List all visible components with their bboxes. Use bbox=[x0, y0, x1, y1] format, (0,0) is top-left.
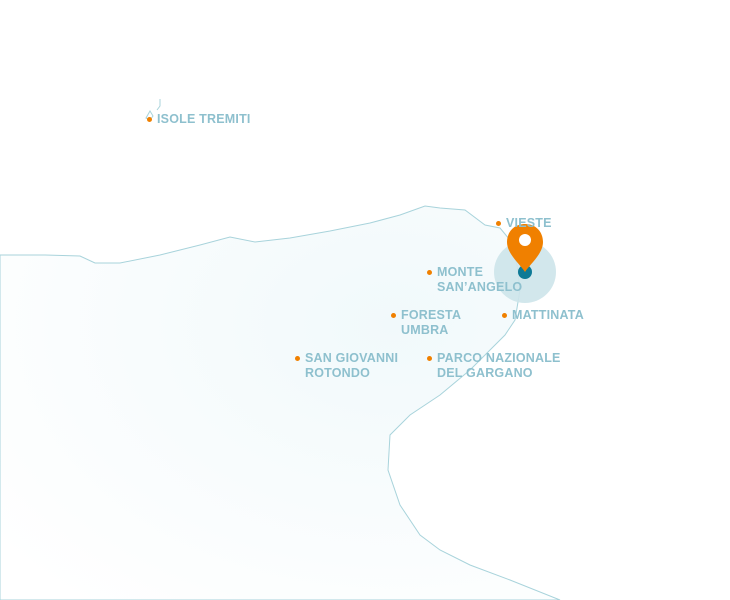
place-vieste[interactable]: VIESTE bbox=[496, 216, 552, 231]
place-dot-icon bbox=[391, 313, 396, 318]
place-dot-icon bbox=[295, 356, 300, 361]
place-mattinata[interactable]: MATTINATA bbox=[502, 308, 584, 323]
place-dot-icon bbox=[427, 270, 432, 275]
place-dot-icon bbox=[427, 356, 432, 361]
place-dot-icon bbox=[502, 313, 507, 318]
place-parco-nazionale-del-gargano[interactable]: PARCO NAZIONALE DEL GARGANO bbox=[427, 351, 561, 381]
place-foresta-umbra[interactable]: FORESTA UMBRA bbox=[391, 308, 461, 338]
map-pin-hole bbox=[519, 234, 531, 246]
place-san-giovanni-rotondo[interactable]: SAN GIOVANNI ROTONDO bbox=[295, 351, 398, 381]
map-pin-icon[interactable] bbox=[507, 224, 543, 272]
place-isole-tremiti[interactable]: ISOLE TREMITI bbox=[147, 112, 251, 127]
place-monte-santangelo[interactable]: MONTE SAN’ANGELO bbox=[427, 265, 522, 295]
place-dot-icon bbox=[147, 117, 152, 122]
place-dot-icon bbox=[496, 221, 501, 226]
